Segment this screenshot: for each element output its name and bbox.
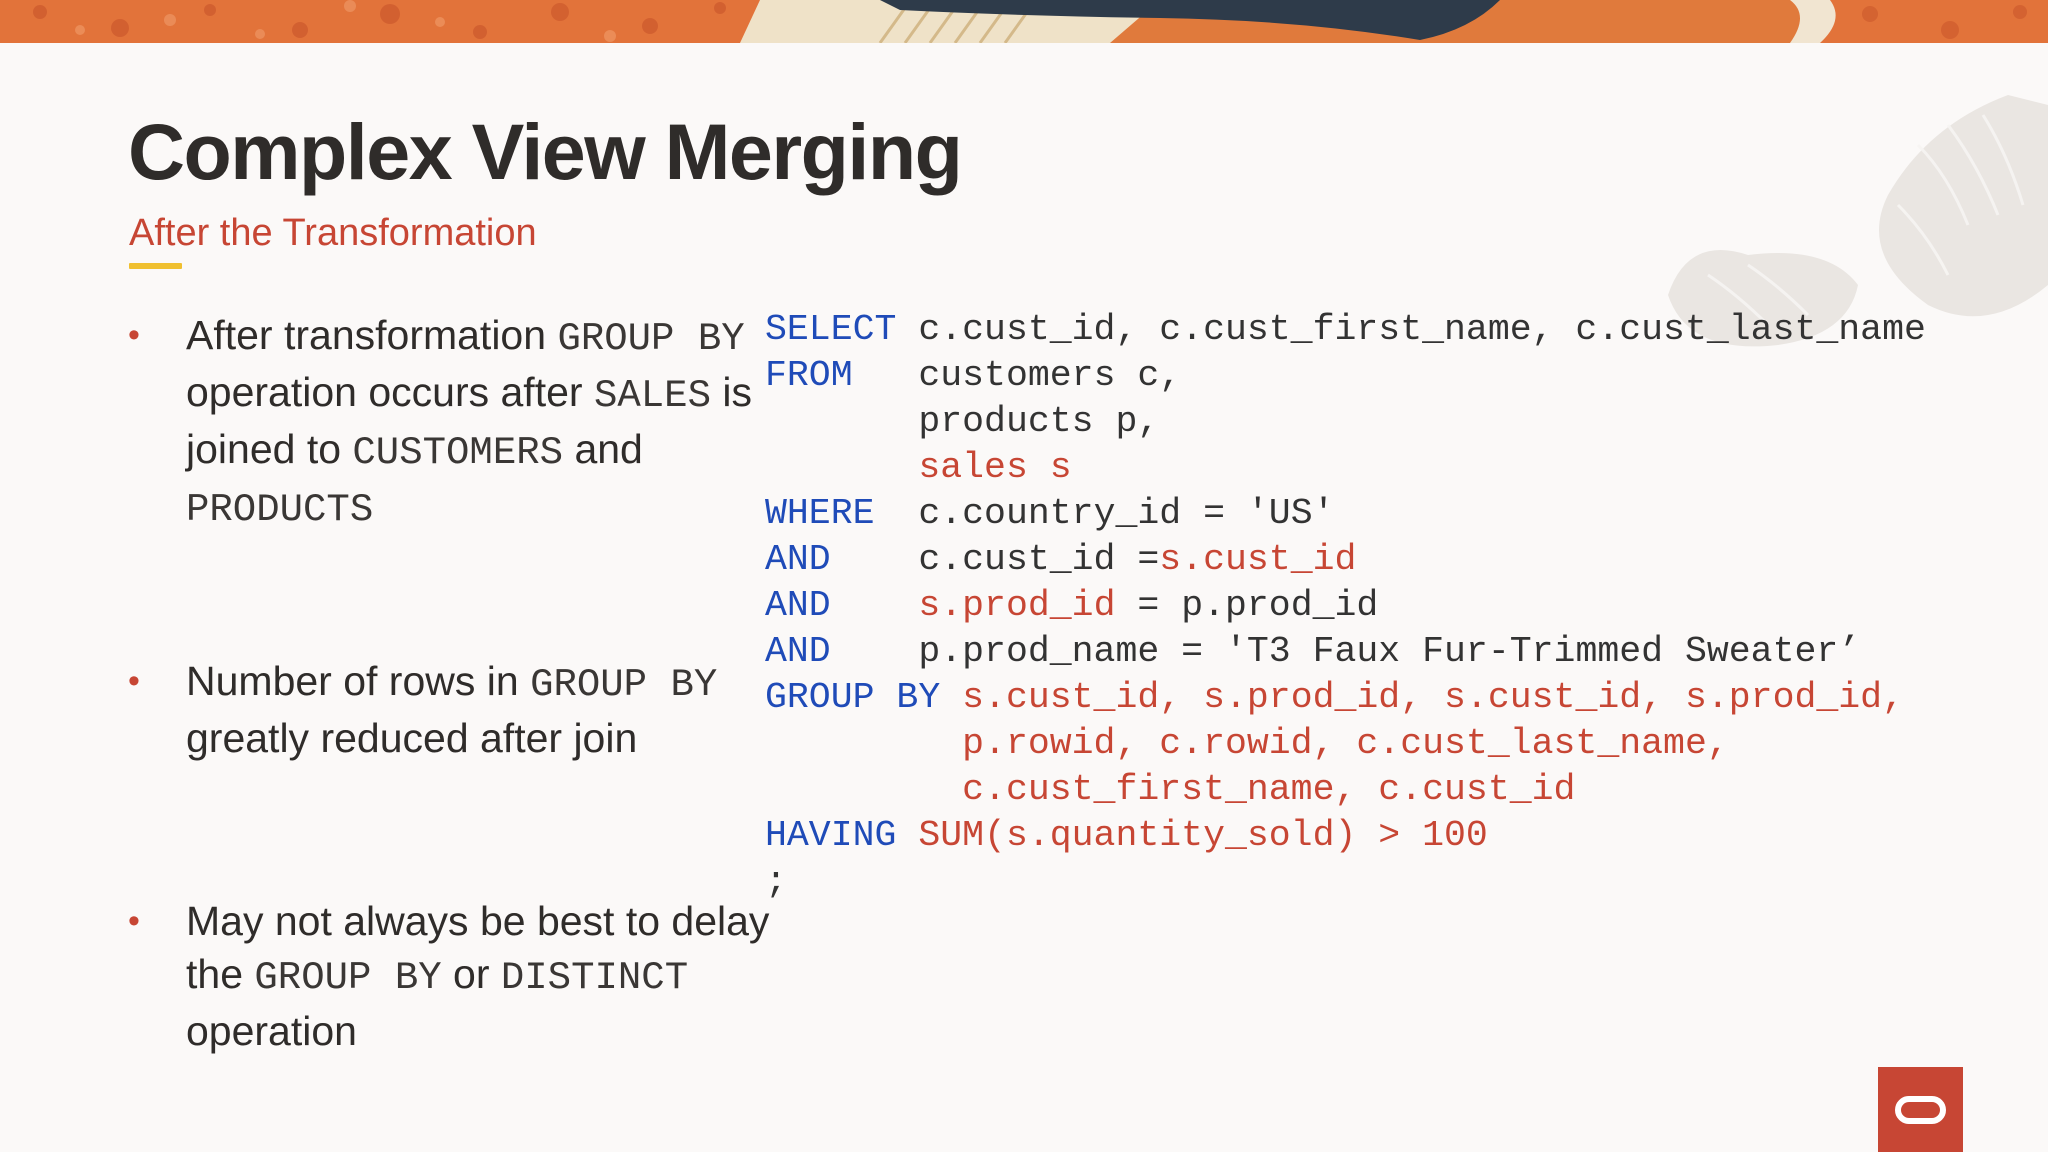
sql-token: sales s	[765, 447, 1072, 488]
sql-keyword: SELECT	[765, 309, 897, 350]
sql-token: = p.prod_id	[1115, 585, 1379, 626]
subtitle-underline	[129, 263, 182, 269]
slide-subtitle: After the Transformation	[129, 212, 537, 254]
oracle-logo-icon	[1878, 1067, 1963, 1152]
code-line: FROM customers c,	[765, 353, 2015, 399]
code-line: AND p.prod_name = 'T3 Faux Fur-Trimmed S…	[765, 629, 2015, 675]
leaf-pattern-decoration	[1668, 95, 2048, 347]
slide-title: Complex View Merging	[128, 107, 963, 196]
sql-token: c.cust_id =	[830, 539, 1160, 580]
bullet-dot-icon: •	[128, 662, 140, 700]
bullet-dot-icon: •	[128, 316, 140, 354]
sql-keyword: AND	[765, 585, 831, 626]
code-line: SELECT c.cust_id, c.cust_first_name, c.c…	[765, 307, 2015, 353]
code-line: AND c.cust_id =s.cust_id	[765, 537, 2015, 583]
sql-code-block: SELECT c.cust_id, c.cust_first_name, c.c…	[765, 307, 2015, 905]
code-line: c.cust_first_name, c.cust_id	[765, 767, 2015, 813]
code-line: p.rowid, c.rowid, c.cust_last_name,	[765, 721, 2015, 767]
sql-token	[831, 585, 919, 626]
code-line: WHERE c.country_id = 'US'	[765, 491, 2015, 537]
sql-token: s.cust_id, s.prod_id, s.cust_id, s.prod_…	[940, 677, 1904, 718]
code-line: GROUP BY s.cust_id, s.prod_id, s.cust_id…	[765, 675, 2015, 721]
logo-ring	[1895, 1096, 1946, 1124]
sql-keyword: HAVING	[765, 815, 897, 856]
sql-token: c.country_id = 'US'	[874, 493, 1335, 534]
sql-token: products p,	[765, 401, 1160, 442]
bullet-text: May not always be best to delay the GROU…	[186, 898, 770, 1054]
sql-token: ;	[765, 861, 787, 902]
sql-keyword: AND	[765, 631, 831, 672]
code-line: AND s.prod_id = p.prod_id	[765, 583, 2015, 629]
sql-token: p.prod_name = 'T3 Faux Fur-Trimmed Sweat…	[830, 631, 1861, 672]
sql-token: s.cust_id	[1159, 539, 1357, 580]
code-line: products p,	[765, 399, 2015, 445]
sql-token: c.cust_first_name, c.cust_id	[765, 769, 1576, 810]
bullet-text: Number of rows in GROUP BY greatly reduc…	[186, 658, 718, 761]
top-banner-decoration	[0, 0, 2048, 43]
code-line: ;	[765, 859, 2015, 905]
sql-keyword: AND	[765, 539, 831, 580]
sql-keyword: FROM	[765, 355, 853, 396]
bullet-dot-icon: •	[128, 902, 140, 940]
sql-keyword: WHERE	[765, 493, 875, 534]
code-line: HAVING SUM(s.quantity_sold) > 100	[765, 813, 2015, 859]
bullet-text: After transformation GROUP BY operation …	[186, 312, 752, 532]
code-line: sales s	[765, 445, 2015, 491]
sql-token: p.rowid, c.rowid, c.cust_last_name,	[765, 723, 1729, 764]
sql-token: c.cust_id, c.cust_first_name, c.cust_las…	[896, 309, 1926, 350]
sql-token: s.prod_id	[918, 585, 1116, 626]
sql-token: SUM(s.quantity_sold) > 100	[896, 815, 1488, 856]
sql-token: customers c,	[852, 355, 1182, 396]
sql-keyword: GROUP BY	[765, 677, 941, 718]
